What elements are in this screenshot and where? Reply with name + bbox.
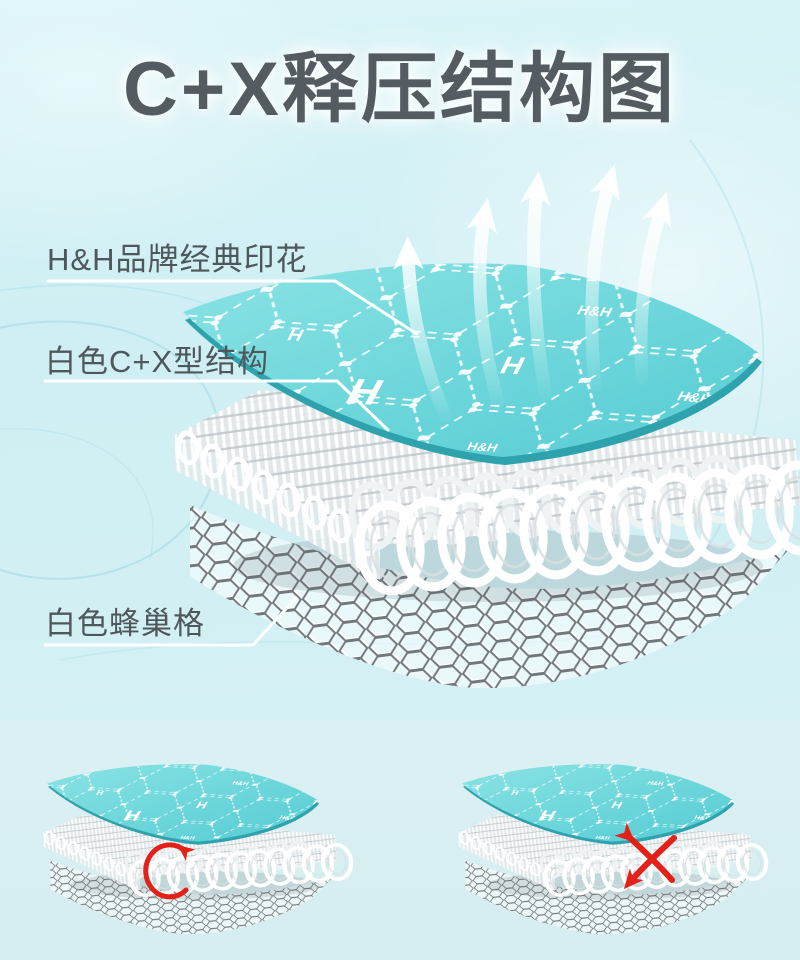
airflow-arrow bbox=[393, 235, 452, 422]
airflow-arrows bbox=[393, 164, 672, 422]
callout-line-structure bbox=[43, 379, 390, 432]
structure-diagram: H H H H&H H&H H&H bbox=[0, 139, 800, 720]
callout-lines bbox=[43, 279, 419, 647]
label-honeycomb: 白色蜂巢格 bbox=[45, 598, 205, 643]
red-x-annotation bbox=[614, 822, 677, 890]
label-fabric-print-text: H&H品牌经典印花 bbox=[47, 242, 308, 277]
label-cx-structure-text: 白色C+X型结构 bbox=[45, 344, 270, 379]
callout-line-print bbox=[46, 279, 419, 336]
airflow-arrow bbox=[585, 164, 620, 392]
page-title: C+X释压结构图 bbox=[123, 47, 677, 132]
airflow-arrow bbox=[634, 191, 672, 385]
comparison-section bbox=[0, 720, 800, 960]
label-honeycomb-text: 白色蜂巢格 bbox=[45, 606, 205, 641]
thumbnail-left-structure bbox=[40, 758, 353, 934]
thumbnail-right-structure bbox=[455, 758, 768, 934]
comparison-thumbnails bbox=[0, 720, 800, 960]
hero-section: C+X释压结构图 bbox=[0, 0, 800, 720]
airflow-arrow bbox=[519, 170, 552, 399]
label-cx-structure: 白色C+X型结构 bbox=[45, 336, 269, 381]
airflow-arrow bbox=[466, 198, 505, 409]
red-c-annotation bbox=[143, 842, 196, 900]
callout-line-honeycomb bbox=[43, 596, 298, 647]
label-fabric-print: H&H品牌经典印花 bbox=[47, 234, 307, 279]
